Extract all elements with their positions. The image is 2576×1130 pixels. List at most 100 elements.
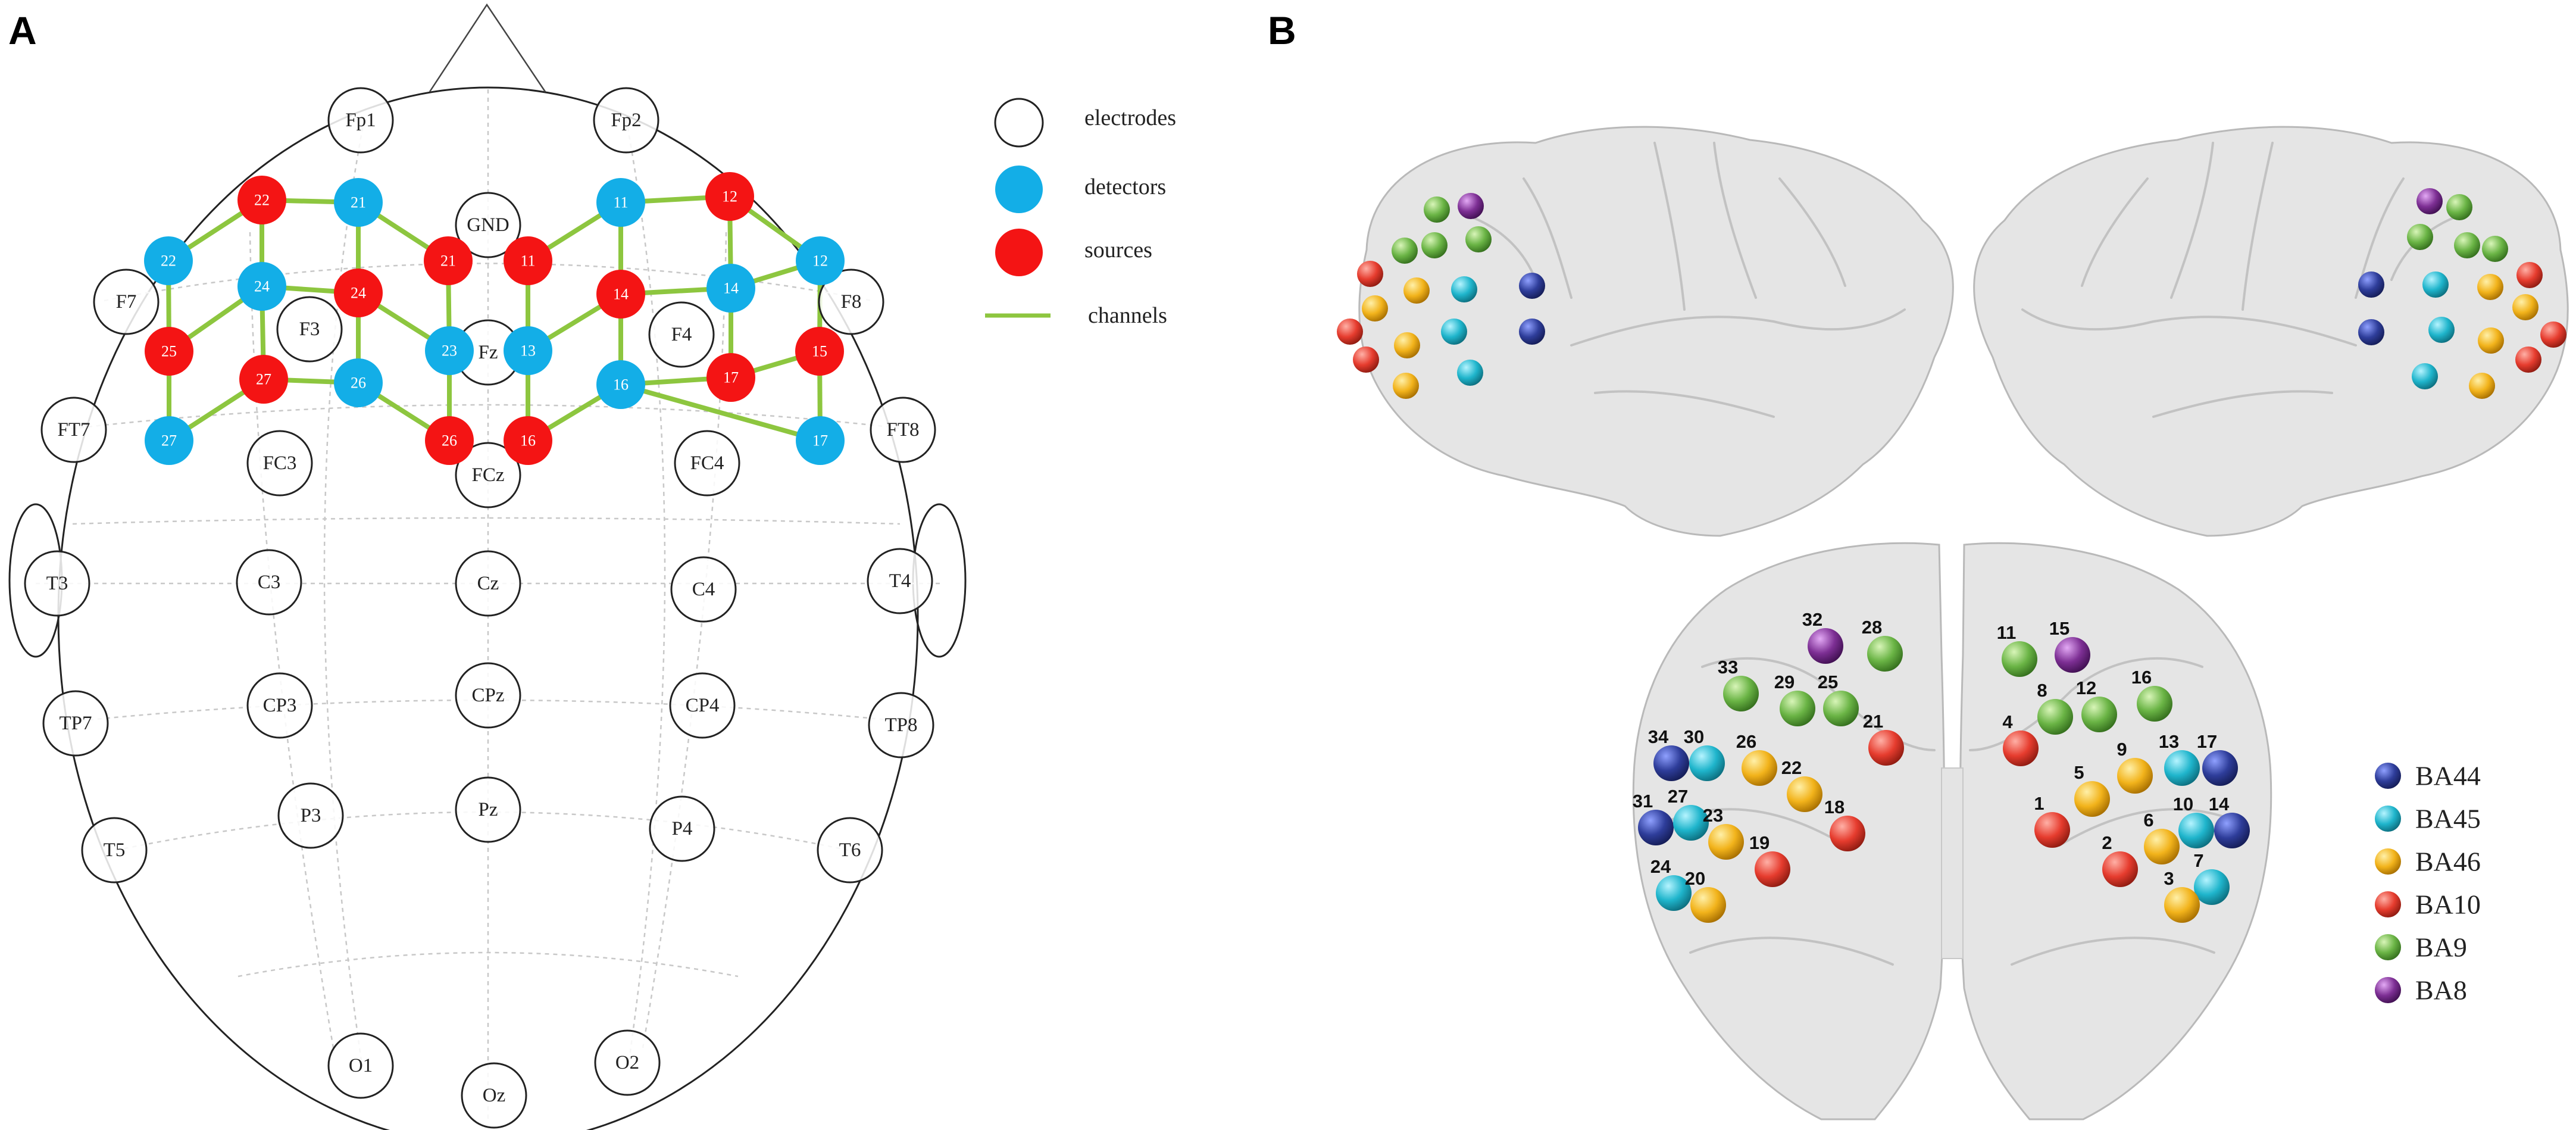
optode-label: 23 [442, 342, 457, 360]
roi-sphere-33 [1723, 676, 1759, 711]
source-optode-25 [145, 327, 193, 376]
electrode-label: TP8 [884, 714, 917, 736]
roi-sphere-10 [2178, 813, 2214, 848]
electrode-label: CPz [471, 685, 504, 706]
source-optode-11 [504, 236, 552, 285]
roi-sphere-lateral-right [2477, 274, 2503, 300]
roi-label: 21 [1863, 711, 1883, 732]
roi-label: 10 [2173, 794, 2193, 814]
roi-sphere-lateral-left [1519, 319, 1545, 345]
electrode-fcz [455, 442, 521, 508]
roi-sphere-5 [2074, 781, 2110, 817]
roi-sphere-4 [2003, 731, 2039, 766]
legend-detectors-label: detectors [1084, 174, 1166, 199]
roi-sphere-lateral-right [2358, 319, 2384, 345]
electrode-ft8 [870, 397, 936, 463]
electrode-label: T5 [104, 839, 126, 861]
electrode-label: FC3 [263, 452, 297, 474]
roi-sphere-lateral-left [1394, 332, 1420, 358]
roi-sphere-lateral-right [2516, 262, 2543, 288]
electrode-label: Pz [479, 799, 498, 820]
legend-ba45-label: BA45 [2415, 804, 2481, 834]
optode-label: 14 [723, 280, 739, 297]
detector-optode-23 [425, 326, 474, 375]
roi-label: 12 [2076, 678, 2096, 698]
roi-label: 13 [2159, 731, 2179, 752]
electrode-tp8 [868, 692, 934, 758]
roi-sphere-16 [2137, 686, 2172, 722]
channel-line [620, 382, 821, 443]
roi-sphere-27 [1673, 805, 1709, 841]
optode-label: 24 [254, 278, 270, 295]
roi-sphere-26 [1742, 750, 1777, 786]
legend-channels-label: channels [1088, 303, 1167, 328]
electrode-label: CP4 [686, 695, 720, 716]
roi-label: 29 [1774, 672, 1795, 692]
optode-label: 15 [812, 343, 827, 360]
electrode-f7 [93, 269, 160, 335]
electrode-label: CP3 [263, 695, 297, 716]
electrode-label: FC4 [690, 452, 724, 474]
electrode-label: Cz [477, 573, 499, 594]
detector-optode-16 [596, 360, 645, 409]
electrode-label: F8 [841, 291, 862, 313]
electrode-label: O2 [615, 1052, 639, 1073]
roi-label: 31 [1633, 791, 1653, 811]
electrode-f4 [648, 301, 715, 368]
electrode-label: TP7 [59, 713, 92, 734]
electrode-t4 [867, 548, 933, 614]
roi-label: 17 [2197, 731, 2217, 752]
electrode-label: FT7 [57, 419, 90, 441]
electrode-label: O1 [349, 1055, 373, 1076]
optode-label: 13 [520, 342, 536, 360]
roi-label: 9 [2117, 739, 2127, 760]
electrode-label: GND [467, 214, 509, 236]
electrode-t6 [817, 817, 883, 884]
detector-optode-14 [706, 264, 755, 313]
roi-sphere-19 [1755, 851, 1790, 887]
legend-electrode-symbol [994, 98, 1044, 148]
source-optode-12 [705, 172, 754, 221]
electrode-label: T4 [889, 570, 911, 592]
electrode-tp7 [42, 690, 109, 757]
roi-sphere-2 [2102, 851, 2138, 887]
legend-ba10-label: BA10 [2415, 889, 2481, 920]
optode-label: 11 [520, 252, 535, 270]
source-optode-21 [424, 236, 473, 285]
roi-sphere-lateral-left [1353, 347, 1379, 373]
optode-label: 11 [613, 194, 628, 211]
source-optode-22 [237, 176, 286, 224]
panel-label-a: A [8, 8, 37, 52]
roi-label: 25 [1818, 672, 1838, 692]
optode-label: 25 [161, 343, 177, 360]
electrode-label: FT8 [886, 419, 919, 441]
source-optode-27 [239, 355, 288, 404]
roi-sphere-lateral-left [1357, 261, 1383, 287]
legend-ba9-label: BA9 [2415, 932, 2467, 963]
roi-sphere-lateral-left [1362, 295, 1388, 321]
electrode-oz [461, 1062, 527, 1129]
roi-label: 2 [2102, 832, 2112, 853]
roi-sphere-29 [1780, 691, 1815, 726]
electrode-label: T6 [839, 839, 861, 861]
roi-sphere-20 [1690, 887, 1726, 923]
roi-label: 24 [1650, 856, 1671, 877]
roi-sphere-lateral-left [1424, 196, 1450, 223]
detector-optode-21 [334, 178, 383, 227]
roi-label: 16 [2131, 667, 2152, 688]
legend-ba8-swatch [2375, 977, 2401, 1003]
legend-detector-symbol [995, 166, 1043, 213]
electrode-f3 [276, 296, 343, 363]
brain-left-lateral [1358, 126, 1954, 537]
roi-label: 7 [2193, 850, 2203, 871]
electrode-c4 [670, 556, 737, 623]
detector-optode-12 [796, 236, 845, 285]
roi-sphere-23 [1708, 824, 1744, 860]
detector-optode-17 [796, 416, 845, 465]
roi-label: 22 [1781, 757, 1802, 778]
roi-label: 32 [1802, 609, 1822, 630]
roi-sphere-lateral-right [2412, 363, 2438, 389]
